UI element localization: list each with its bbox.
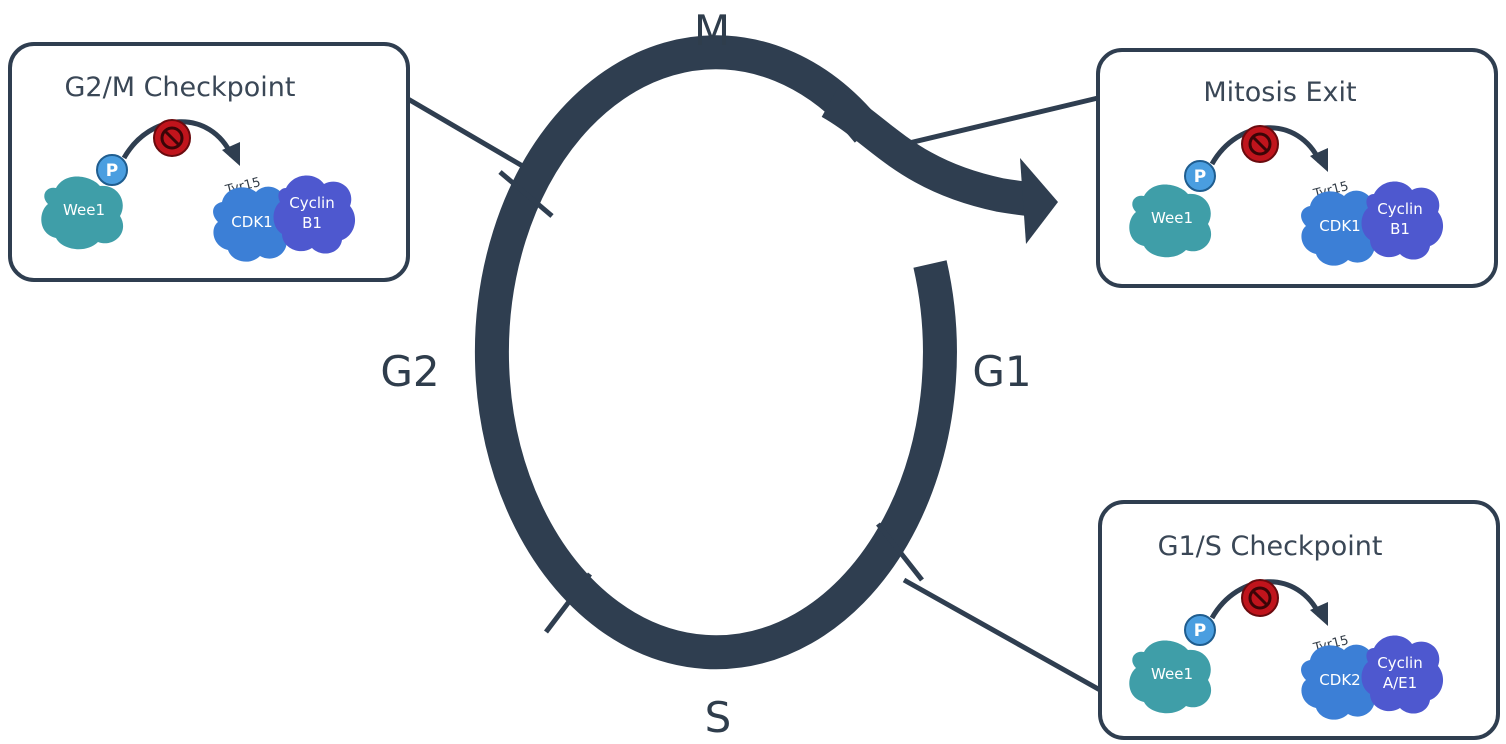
cyclin-label-line2: B1 (302, 214, 322, 232)
cyclin-label-line2: B1 (1390, 220, 1410, 238)
cdk-label: CDK2 (1319, 671, 1360, 689)
cdk-label: CDK1 (1319, 217, 1360, 235)
wee1-label: Wee1 (1151, 665, 1193, 683)
cyclin-label-line1: Cyclin (1377, 654, 1422, 672)
no-entry-icon (153, 119, 191, 157)
phase-tick-g2m (498, 170, 554, 218)
wee1-label: Wee1 (1151, 209, 1193, 227)
phase-tick-g1s (876, 522, 924, 582)
curved-arrow-head (1310, 148, 1328, 172)
g2m-box-title: G2/M Checkpoint (65, 72, 296, 103)
g1s-checkpoint-box: G1/S Checkpoint Wee1 P Tyr15 CDK2 Cyclin… (1098, 500, 1500, 740)
phospho-label: P (1194, 167, 1206, 187)
connector-g1s (902, 577, 1102, 693)
phase-label-g1: G1 (972, 347, 1031, 396)
phase-tick-sg2 (544, 572, 592, 634)
phase-label-g2: G2 (380, 347, 439, 396)
phospho-badge (1184, 614, 1216, 646)
connector-exit (887, 95, 1099, 151)
g2m-checkpoint-box: G2/M Checkpoint Wee1 P Tyr15 CDK1 Cyclin… (8, 42, 410, 282)
curved-arrow-head (222, 142, 240, 166)
phase-label-m: M (694, 6, 730, 55)
cyclin-label-line2: A/E1 (1383, 674, 1417, 692)
cdk-label: CDK1 (231, 213, 272, 231)
g1s-box-title: G1/S Checkpoint (1158, 531, 1383, 562)
cyclin-label-line1: Cyclin (289, 194, 334, 212)
exit-box-title: Mitosis Exit (1203, 77, 1356, 108)
mitosis-exit-box: Mitosis Exit Wee1 P Tyr15 CDK1 Cyclin B1 (1096, 48, 1498, 288)
no-entry-icon (1241, 579, 1279, 617)
phase-label-s: S (705, 693, 732, 742)
connector-g2m (406, 96, 528, 171)
phospho-badge (96, 154, 128, 186)
cyclin-label-line1: Cyclin (1377, 200, 1422, 218)
curved-arrow-head (1310, 602, 1328, 626)
cycle-exit-arrowhead (1020, 158, 1058, 244)
no-entry-icon (1241, 125, 1279, 163)
wee1-label: Wee1 (63, 201, 105, 219)
phospho-label: P (1194, 621, 1206, 641)
cell-cycle-ring (474, 35, 957, 670)
phospho-badge (1184, 160, 1216, 192)
cycle-exit-tail (821, 87, 1031, 216)
phospho-label: P (106, 161, 118, 181)
